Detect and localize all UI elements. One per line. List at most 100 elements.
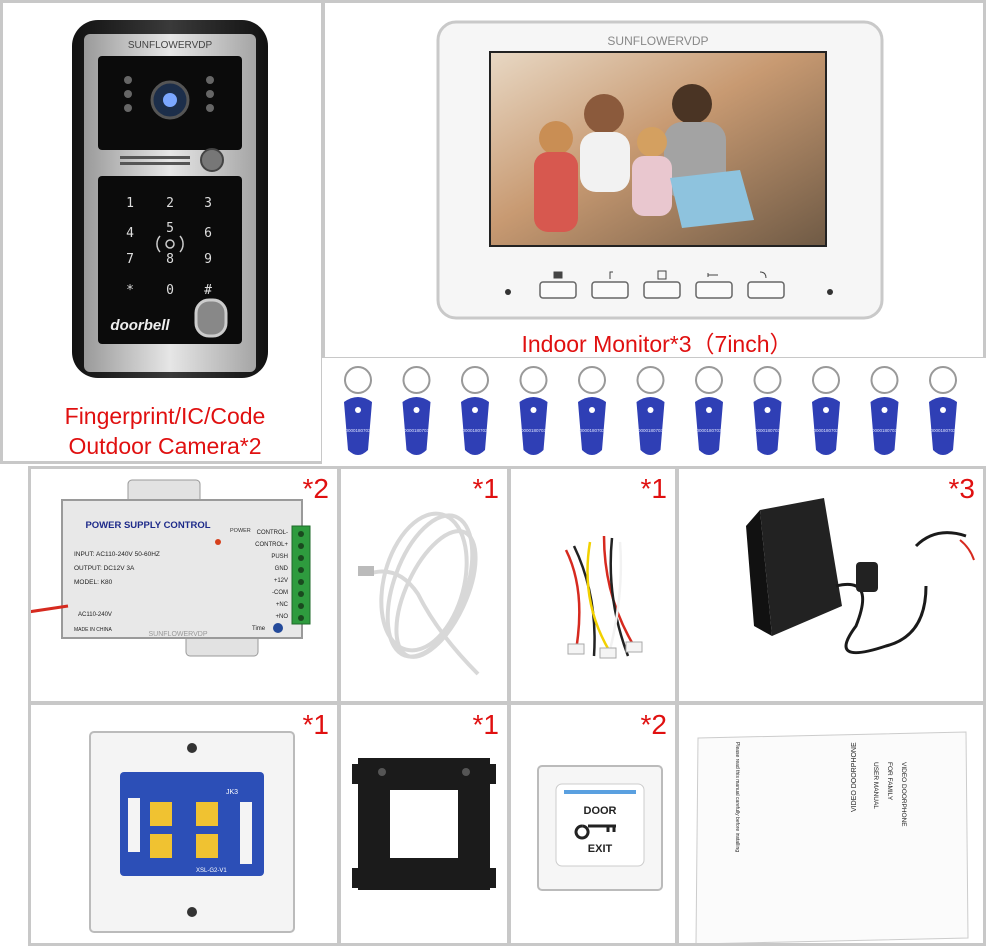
key-star: * <box>126 283 134 298</box>
key-2: 2 <box>166 196 174 211</box>
bracket-illustration <box>352 758 496 890</box>
key-4: 4 <box>126 226 134 241</box>
rfid-tag-body <box>636 397 665 455</box>
rfid-tag: 0000180703 <box>519 366 548 455</box>
exit-door-label: DOOR <box>584 805 617 817</box>
key-1: 1 <box>126 196 134 211</box>
call-button-icon <box>200 148 224 172</box>
relay-2 <box>196 802 218 826</box>
svg-text:PUSH: PUSH <box>271 554 288 560</box>
distributor-illustration: JK3 XSL-G2-V1 <box>89 731 295 933</box>
svg-text:+NO: +NO <box>275 614 288 620</box>
manual-note: Please read this manual carefully before… <box>734 742 740 852</box>
mounting-bracket <box>358 758 490 890</box>
unlock-icon <box>657 270 667 280</box>
distributor-panel: *1 JK3 XSL-G2-V1 <box>28 702 340 946</box>
adapter-body <box>760 498 842 636</box>
rfid-tags-panel: 0000180703 0000180703 0000180703 0000180703… <box>322 358 986 466</box>
speaker-grille <box>120 156 190 165</box>
intercom-icon <box>553 271 563 279</box>
keypad-keys: 1 2 3 4 5 6 7 8 9 * 0 # <box>126 196 212 298</box>
fingerprint-sensor-icon <box>194 298 228 338</box>
key-hash: # <box>204 283 212 298</box>
rfid-tag: 0000180703 <box>812 366 840 455</box>
key-6: 6 <box>204 226 212 241</box>
key-9: 9 <box>204 252 212 267</box>
power-led-icon <box>215 539 221 545</box>
music-icon <box>609 271 613 279</box>
outdoor-camera-panel: 1 2 3 4 5 6 7 8 9 * 0 # doorbell SUNFLOW… <box>0 0 324 464</box>
adapter-qty: *3 <box>948 473 975 504</box>
svg-text:CONTROL+: CONTROL+ <box>255 542 288 548</box>
psu-made-in: MADE IN CHINA <box>74 627 112 633</box>
music-button <box>591 281 629 299</box>
rfid-tag-body <box>753 397 782 455</box>
rfid-tag-body <box>402 397 431 455</box>
rfid-tag-body <box>344 397 372 455</box>
rfid-tag-number: 0000180703 <box>638 428 664 433</box>
svg-text:GND: GND <box>275 566 289 572</box>
connector-right <box>240 802 252 864</box>
wires-qty: *1 <box>640 473 667 504</box>
power-supply-panel: *2 POWER SUPPLY CONTROL POWER INPUT: AC1… <box>28 466 340 704</box>
rfid-tag-body <box>870 397 899 455</box>
key-5: 5 <box>166 221 174 236</box>
rfid-tag-number: 0000180703 <box>930 428 956 433</box>
key-ring-icon <box>344 366 372 394</box>
exit-button-illustration: DOOR EXIT <box>537 765 663 891</box>
svg-text:-COM: -COM <box>272 590 288 596</box>
bracket-qty: *1 <box>472 709 499 740</box>
psu-spec-2: OUTPUT: DC12V 3A <box>74 565 135 572</box>
unlock-button <box>643 281 681 299</box>
rfid-tag-body <box>929 397 957 455</box>
rfid-tags-illustration: 0000180703 0000180703 0000180703 0000180703… <box>344 366 957 455</box>
intercom-button <box>539 281 577 299</box>
connector-left <box>128 798 140 852</box>
rfid-wave-icon <box>156 235 184 253</box>
key-ring-icon <box>695 366 723 394</box>
cable-panel: *1 <box>338 466 510 704</box>
psu-body <box>61 499 303 639</box>
key-icon <box>707 273 718 277</box>
terminal-labels: CONTROL- CONTROL+ PUSH GND +12V -COM +NC… <box>255 530 289 620</box>
rfid-tag: 0000180703 <box>870 366 899 455</box>
rfid-tag: 0000180703 <box>344 366 372 455</box>
cable-illustration <box>358 511 480 676</box>
cable-qty: *1 <box>472 473 499 504</box>
relay-1 <box>150 802 172 826</box>
board-model: XSL-G2-V1 <box>196 868 227 874</box>
time-knob-icon <box>273 623 283 633</box>
rfid-tag-body <box>461 397 489 455</box>
exit-indicator <box>564 790 636 794</box>
rfid-tag-number: 0000180703 <box>755 428 781 433</box>
rfid-tag: 0000180703 <box>929 366 957 455</box>
key-ring-icon <box>870 366 899 394</box>
rfid-tag: 0000180703 <box>578 366 606 455</box>
key-ring-icon <box>812 366 840 394</box>
key-ring-icon <box>636 366 665 394</box>
adapter-illustration <box>746 498 975 655</box>
wires-illustration <box>564 535 643 659</box>
ir-led-icons <box>124 76 214 112</box>
rfid-tag: 0000180703 <box>753 366 782 455</box>
outdoor-camera-illustration: 1 2 3 4 5 6 7 8 9 * 0 # doorbell SUNFLOW… <box>72 20 268 378</box>
rfid-tag-number: 0000180703 <box>345 428 371 433</box>
cable-connector <box>358 566 374 576</box>
relay-4 <box>196 834 218 858</box>
rfid-tag: 0000180703 <box>402 366 431 455</box>
key-ring-icon <box>461 366 489 394</box>
manual-title-1: VIDEO DOORPHONE <box>851 742 858 812</box>
terminal-block <box>291 525 311 625</box>
key-0: 0 <box>166 283 174 298</box>
psu-spec-1: INPUT: AC110-240V 50-60HZ <box>74 551 160 558</box>
camera-brand: SUNFLOWERVDP <box>128 40 213 51</box>
red-black-leads <box>959 539 975 561</box>
rfid-tag-number: 0000180703 <box>404 428 430 433</box>
distributor-qty: *1 <box>302 709 329 740</box>
wire-connector-1 <box>567 643 585 655</box>
rfid-tag-number: 0000180703 <box>579 428 605 433</box>
manual-title-line-1: VIDEO DOORPHONE <box>900 762 907 827</box>
psu-title: POWER SUPPLY CONTROL <box>85 520 210 531</box>
outdoor-camera-caption: Fingerprint/IC/Code Outdoor Camera*2 <box>3 401 321 461</box>
psu-ac-label: AC110-240V <box>78 612 112 618</box>
